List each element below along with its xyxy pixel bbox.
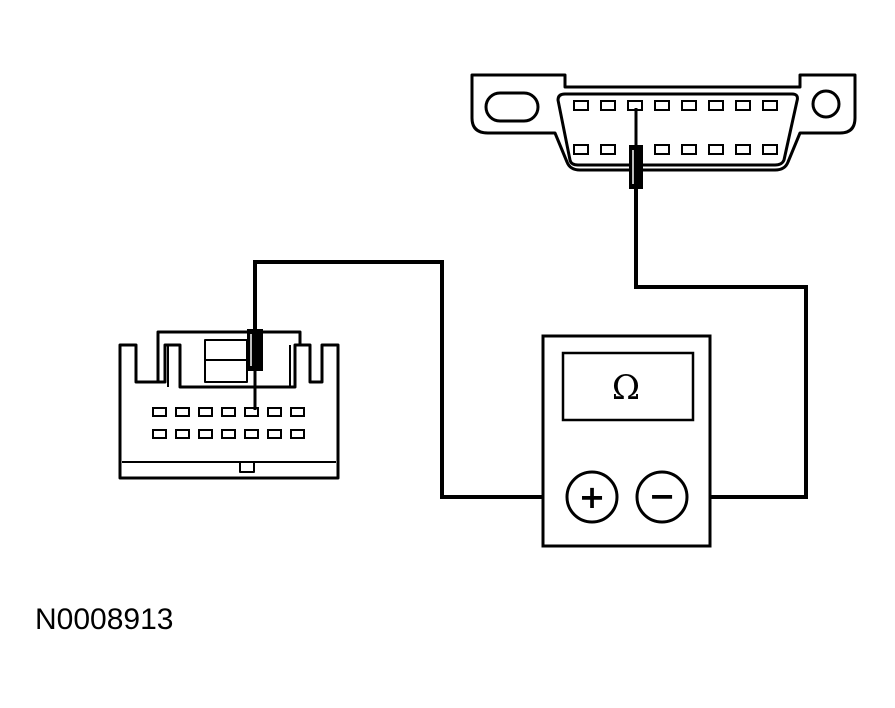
dlc-pin	[573, 144, 589, 155]
dlc-plug-body	[556, 92, 799, 167]
dlc-pin	[681, 144, 697, 155]
negative-terminal-symbol: −	[649, 477, 676, 515]
positive-terminal	[565, 470, 619, 524]
dlc-pin	[600, 144, 616, 155]
module-pin	[198, 429, 213, 439]
ohm-symbol: Ω	[612, 368, 640, 408]
module-pin	[244, 407, 259, 417]
module-connector-key	[239, 461, 255, 473]
negative-terminal	[635, 470, 689, 524]
dlc-pin	[654, 144, 670, 155]
module-pin	[267, 429, 282, 439]
test-leads	[253, 188, 808, 499]
module-test-probe	[247, 329, 263, 410]
dlc-slot-hole	[484, 91, 540, 123]
dlc-test-probe	[629, 108, 643, 189]
module-pin	[221, 429, 236, 439]
dlc-pin	[708, 100, 724, 111]
ohmmeter-display	[561, 351, 695, 422]
module-pin	[152, 429, 167, 439]
module-pin	[198, 407, 213, 417]
dlc-pin	[681, 100, 697, 111]
module-pins-row-bottom	[152, 429, 305, 439]
dlc-pin	[762, 144, 778, 155]
dlc-pin	[735, 144, 751, 155]
dlc-pins-row-top	[573, 100, 778, 111]
module-pin	[221, 407, 236, 417]
figure-id: N0008913	[35, 603, 174, 636]
module-pin	[267, 407, 282, 417]
module-pin	[175, 429, 190, 439]
module-pin	[175, 407, 190, 417]
positive-terminal-symbol: +	[579, 478, 606, 516]
dlc-pin	[708, 144, 724, 155]
dlc-pin	[600, 100, 616, 111]
ohmmeter: Ω + −	[541, 334, 712, 548]
dlc-pin	[762, 100, 778, 111]
module-pin	[290, 429, 305, 439]
dlc-pin	[573, 100, 589, 111]
module-pins-row-top	[152, 407, 305, 417]
dlc-mounting-hole	[811, 89, 841, 119]
dlc-pin	[735, 100, 751, 111]
module-pin	[244, 429, 259, 439]
dlc-connector	[470, 73, 857, 172]
module-connector	[118, 330, 340, 480]
positive-lead-wire	[253, 260, 568, 499]
module-pin	[152, 407, 167, 417]
dlc-pins-row-bottom	[573, 144, 778, 155]
negative-lead-wire	[634, 188, 808, 499]
dlc-pin	[654, 100, 670, 111]
module-pin	[290, 407, 305, 417]
